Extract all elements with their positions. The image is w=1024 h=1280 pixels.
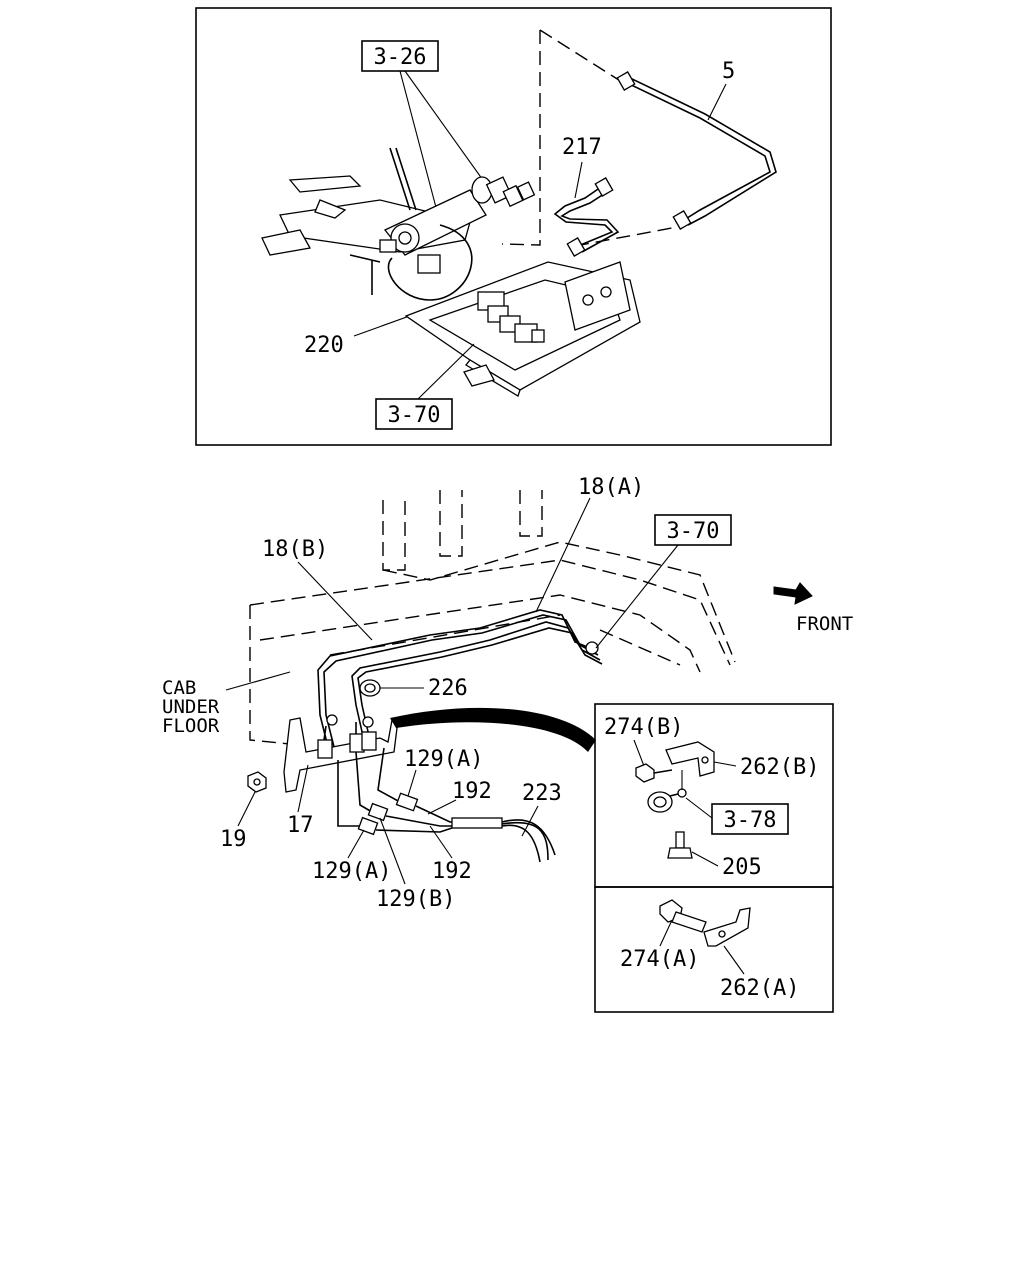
label-19: 19 bbox=[220, 827, 247, 852]
ref-box-3-26[interactable]: 3-26 bbox=[361, 40, 439, 72]
grommet-226 bbox=[359, 679, 381, 697]
leader-129a-bottom bbox=[347, 829, 365, 859]
inset-2: 274(A) 262(A) bbox=[594, 886, 834, 1013]
label-274b: 274(B) bbox=[604, 715, 683, 740]
junction-bracket-17 bbox=[283, 717, 399, 793]
bottom-view: 18(A) 18(B) 3-70 FRONT CAB UNDER FLOOR 2… bbox=[162, 475, 853, 912]
pipe-5 bbox=[616, 71, 777, 230]
leader-262b bbox=[713, 761, 737, 767]
bolt-205 bbox=[667, 831, 693, 859]
ref-box-3-70-top[interactable]: 3-70 bbox=[375, 398, 453, 430]
label-129a-bottom: 129(A) bbox=[312, 859, 391, 884]
sensor-wires bbox=[337, 747, 556, 863]
label-223: 223 bbox=[522, 781, 562, 806]
label-18a: 18(A) bbox=[578, 475, 644, 500]
nut-19 bbox=[247, 771, 267, 793]
leader-3-70-bottom bbox=[595, 544, 679, 649]
leader-17 bbox=[297, 764, 309, 813]
label-192-bottom: 192 bbox=[432, 859, 472, 884]
top-view-frame bbox=[195, 7, 832, 446]
label-cab: CAB bbox=[162, 677, 196, 699]
leader-3-70-top bbox=[417, 343, 475, 400]
dashed-guide-b bbox=[539, 29, 623, 83]
pipe-217 bbox=[553, 177, 620, 257]
top-view: 3-26 5 217 bbox=[195, 7, 832, 446]
bracket-262b bbox=[665, 741, 715, 777]
leader-192-top bbox=[427, 799, 457, 815]
ref-box-3-78[interactable]: 3-78 bbox=[711, 803, 789, 835]
dashed-guide-c bbox=[574, 227, 673, 247]
label-17: 17 bbox=[287, 813, 314, 838]
leader-129a-top bbox=[407, 769, 417, 797]
brake-pipe-18 bbox=[317, 609, 603, 756]
bolt-274a bbox=[659, 899, 707, 933]
ref-box-3-70-top-label: 3-70 bbox=[388, 403, 441, 428]
hose-220 bbox=[387, 224, 473, 301]
label-5: 5 bbox=[722, 59, 735, 84]
label-205: 205 bbox=[722, 855, 762, 880]
leader-3-26-b bbox=[404, 70, 491, 191]
label-under: UNDER bbox=[162, 696, 220, 718]
leader-5 bbox=[707, 83, 727, 121]
dashed-guide-a bbox=[501, 30, 541, 246]
leader-3-26-a bbox=[399, 70, 439, 216]
label-18b: 18(B) bbox=[262, 537, 328, 562]
label-129a-top: 129(A) bbox=[404, 747, 483, 772]
master-cylinder-assembly bbox=[261, 147, 536, 295]
leader-205 bbox=[691, 851, 719, 867]
label-217: 217 bbox=[562, 135, 602, 160]
leader-3-78 bbox=[685, 797, 713, 819]
label-262a: 262(A) bbox=[720, 976, 799, 1001]
label-274a: 274(A) bbox=[620, 947, 699, 972]
label-front: FRONT bbox=[796, 613, 853, 635]
clip-grommet bbox=[647, 788, 687, 813]
bracket-262a bbox=[703, 907, 751, 947]
cab-frame-dashed bbox=[249, 490, 736, 746]
front-arrow-icon bbox=[773, 582, 813, 605]
leader-129b bbox=[379, 817, 406, 885]
label-226: 226 bbox=[428, 676, 468, 701]
ref-box-3-26-label: 3-26 bbox=[374, 45, 427, 70]
label-129b: 129(B) bbox=[376, 887, 455, 912]
label-220: 220 bbox=[304, 333, 344, 358]
valve-bracket-plate bbox=[404, 261, 641, 397]
leader-19 bbox=[237, 791, 256, 827]
ref-box-3-70-bottom[interactable]: 3-70 bbox=[654, 514, 732, 546]
ref-box-3-70-bottom-label: 3-70 bbox=[667, 519, 720, 544]
leader-192-bottom bbox=[429, 825, 453, 859]
leader-274a bbox=[659, 919, 673, 947]
ref-box-3-78-label: 3-78 bbox=[724, 808, 777, 833]
leader-274b bbox=[633, 739, 645, 767]
leader-18a bbox=[535, 497, 591, 613]
leader-262a bbox=[723, 945, 745, 975]
wire-harness-main bbox=[390, 707, 596, 752]
inset-1: 274(B) 262(B) 3-78 205 bbox=[594, 703, 834, 888]
label-floor: FLOOR bbox=[162, 715, 220, 737]
label-192-top: 192 bbox=[452, 779, 492, 804]
leader-217 bbox=[574, 161, 583, 199]
leader-223 bbox=[521, 805, 539, 837]
inset-2-frame bbox=[594, 886, 834, 1013]
leader-cab bbox=[225, 671, 291, 691]
label-262b: 262(B) bbox=[740, 755, 819, 780]
leader-18b bbox=[297, 561, 373, 641]
bolt-274b bbox=[635, 763, 673, 783]
